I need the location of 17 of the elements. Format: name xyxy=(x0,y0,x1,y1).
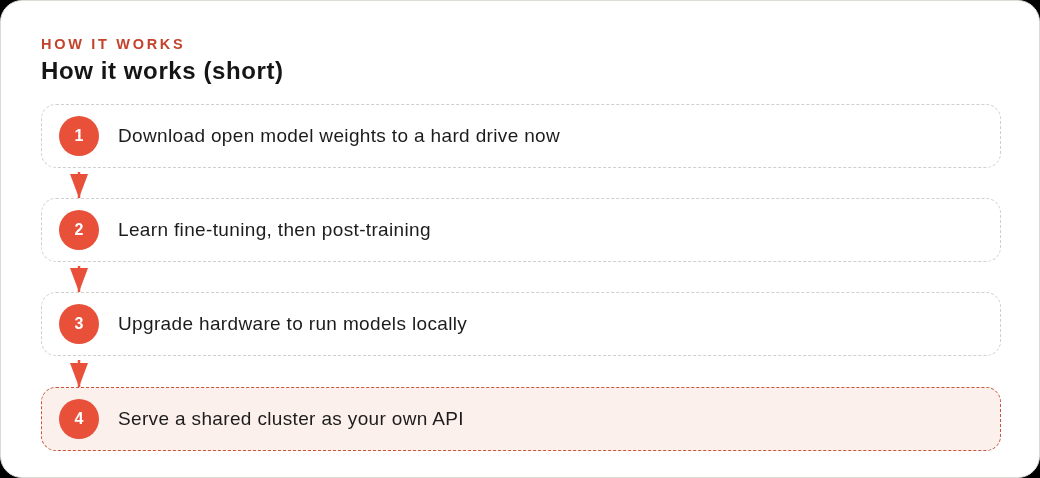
arrow xyxy=(70,360,88,387)
step-card xyxy=(41,198,1001,262)
step-number: 2 xyxy=(59,209,99,250)
step-number: 1 xyxy=(59,115,99,156)
step-card xyxy=(41,387,1001,451)
step-text: Serve a shared cluster as your own API xyxy=(118,407,464,431)
title: How it works (short) xyxy=(41,57,284,85)
step-number: 4 xyxy=(59,398,99,439)
section-label: HOW IT WORKS xyxy=(41,36,186,53)
arrow xyxy=(70,172,88,198)
step-number: 3 xyxy=(59,303,99,344)
step-text: Learn fine-tuning, then post-training xyxy=(118,218,431,242)
step-card xyxy=(41,292,1001,356)
step-card xyxy=(41,104,1001,168)
arrow xyxy=(70,266,88,292)
step-text: Download open model weights to a hard drive now xyxy=(118,124,561,148)
step-text: Upgrade hardware to run models locally xyxy=(118,312,468,336)
